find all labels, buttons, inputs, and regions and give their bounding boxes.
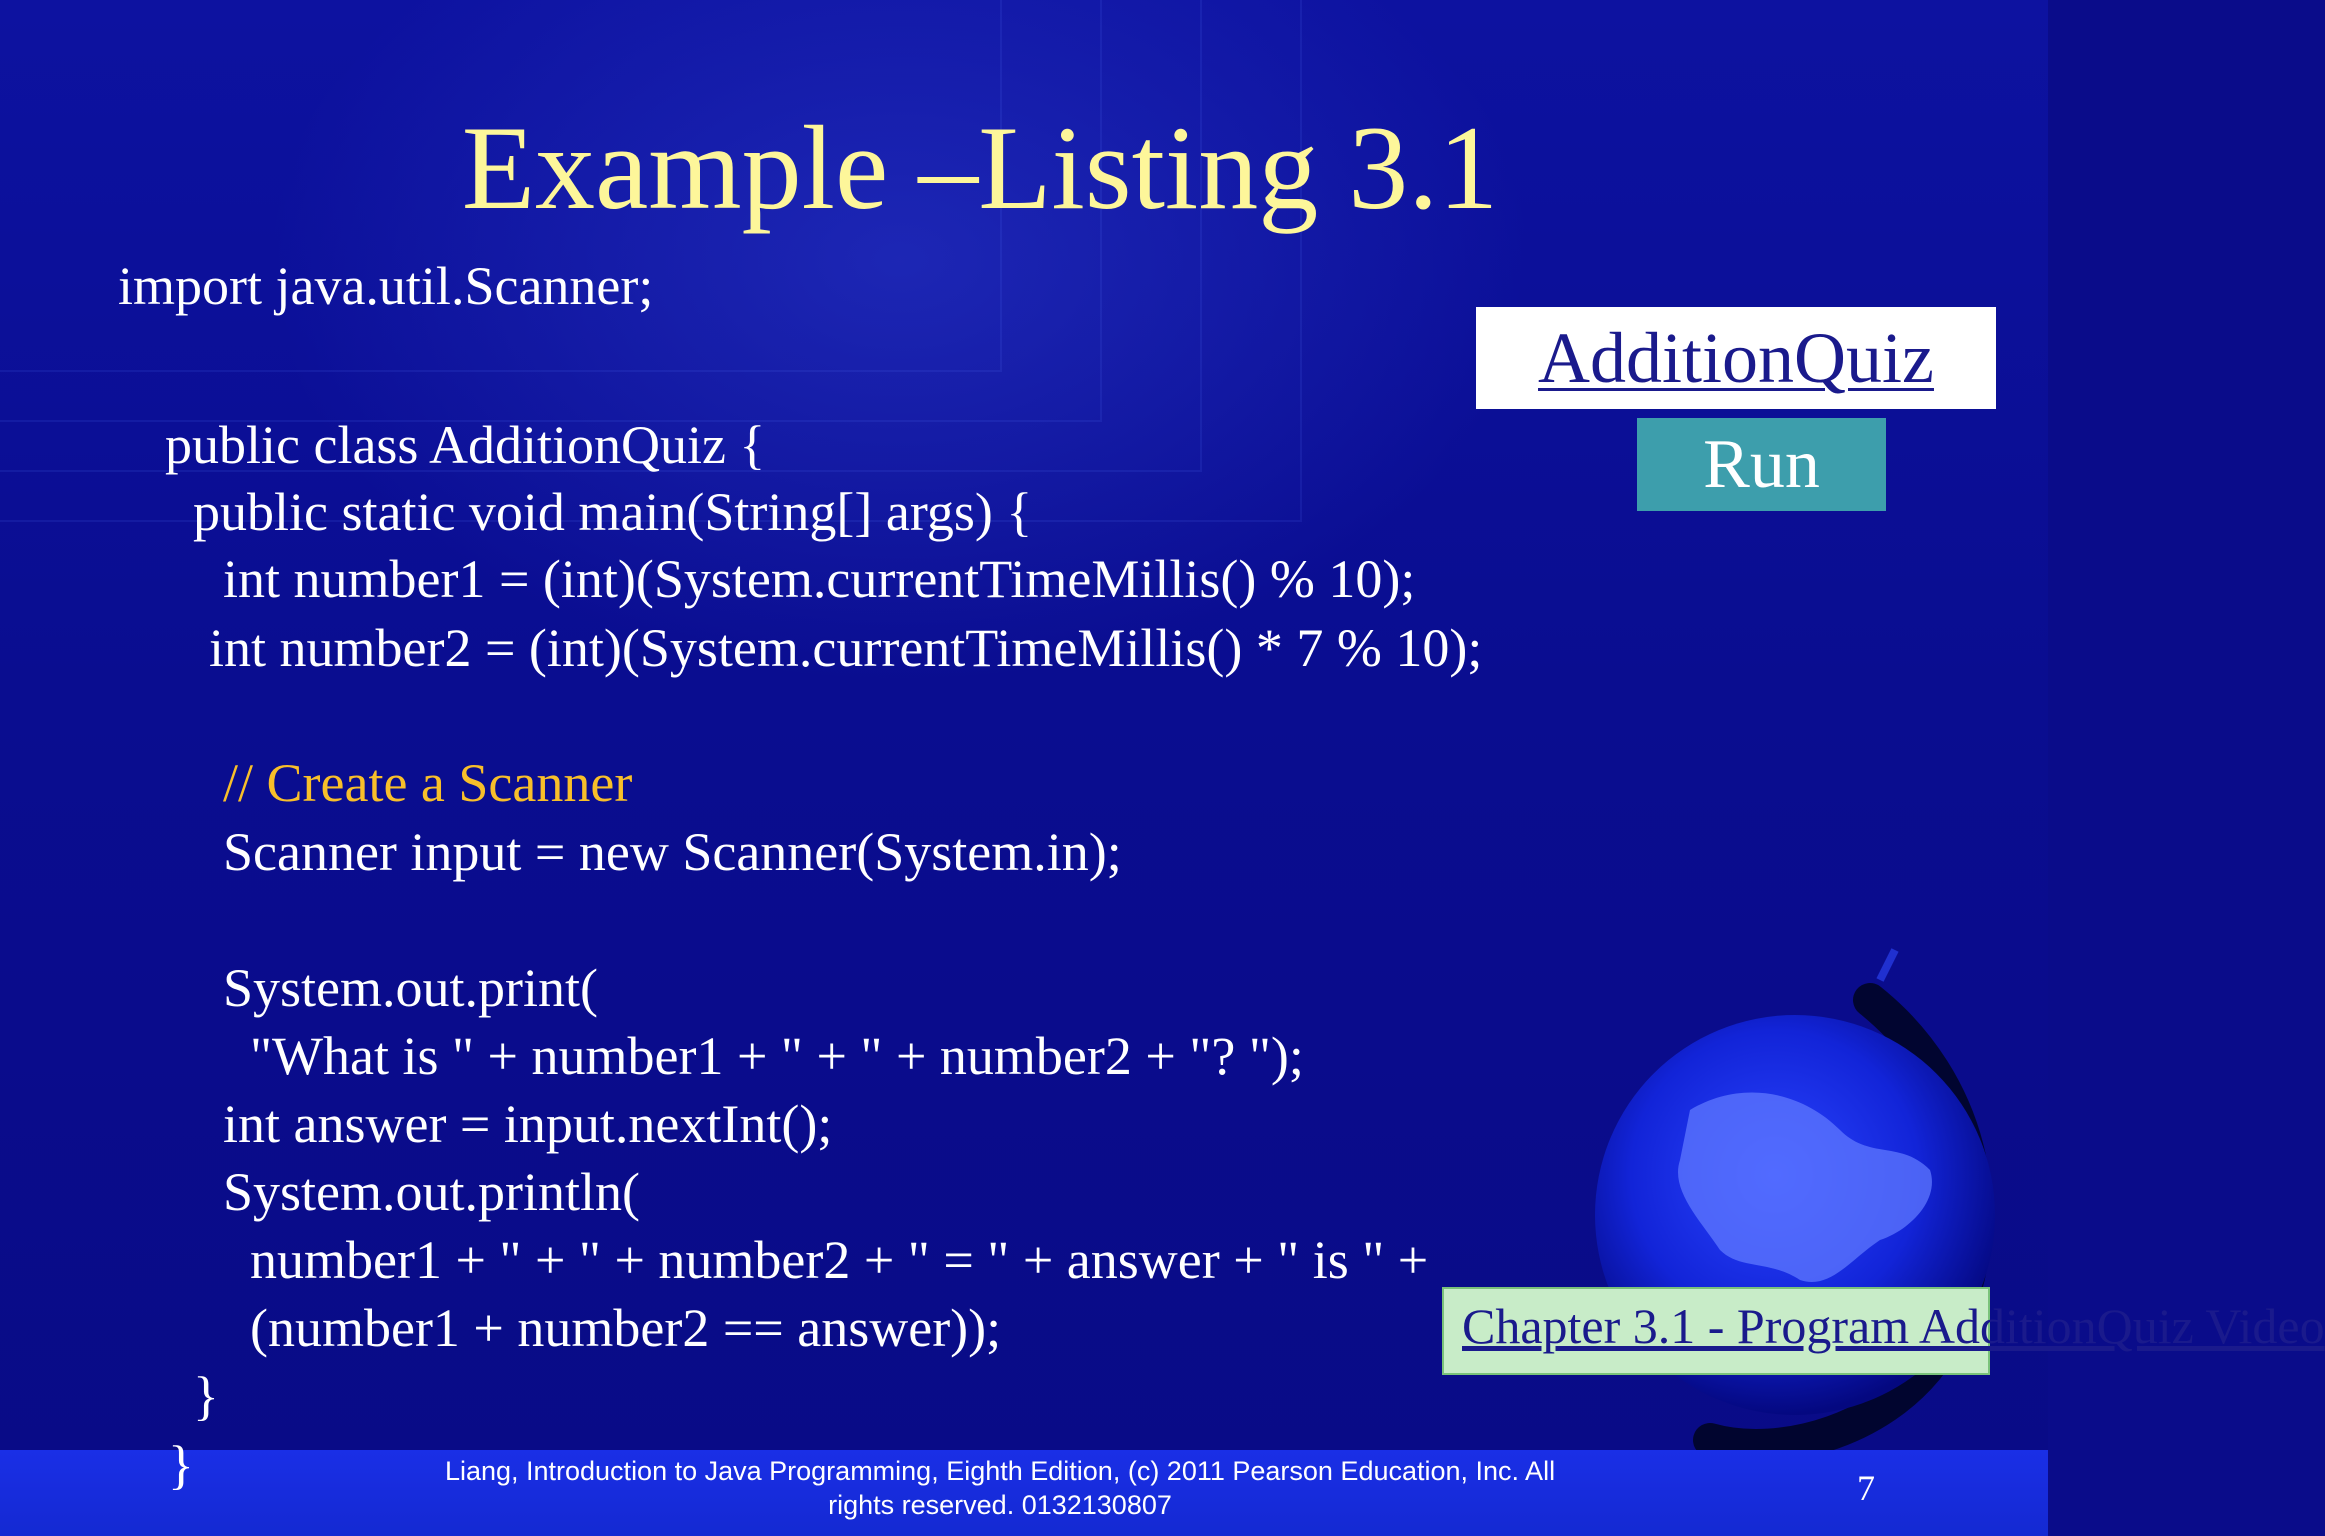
globe-icon (1540, 948, 2040, 1463)
additionquiz-link[interactable]: AdditionQuiz (1538, 318, 1934, 398)
background-step-pattern (0, 0, 1002, 372)
code-line: int number2 = (int)(System.currentTimeMi… (209, 618, 1483, 678)
code-line: Scanner input = new Scanner(System.in); (223, 822, 1122, 882)
footer-copyright: Liang, Introduction to Java Programming,… (400, 1454, 1600, 1522)
background-step-pattern (0, 0, 1202, 472)
code-line: int number1 = (int)(System.currentTimeMi… (223, 549, 1416, 609)
code-line: import java.util.Scanner; (118, 256, 654, 316)
code-line: "What is " + number1 + " + " + number2 +… (250, 1026, 1304, 1086)
background-step-pattern (0, 0, 1102, 422)
code-line: int answer = input.nextInt(); (223, 1094, 833, 1154)
page-number: 7 (1857, 1468, 1875, 1508)
code-line: public class AdditionQuiz { (165, 415, 766, 475)
additionquiz-link-box[interactable]: AdditionQuiz (1476, 307, 1996, 409)
code-line: } (193, 1366, 219, 1426)
footer-line: rights reserved. 0132130807 (828, 1490, 1172, 1520)
run-button[interactable]: Run (1637, 418, 1886, 511)
code-line: System.out.print( (223, 958, 598, 1018)
video-link-box[interactable]: Chapter 3.1 - Program AdditionQuiz Video (1442, 1287, 2325, 1375)
code-line: } (168, 1435, 194, 1495)
code-line: number1 + " + " + number2 + " = " + answ… (250, 1230, 1429, 1290)
background-step-pattern (0, 0, 1302, 522)
code-line: (number1 + number2 == answer)); (250, 1298, 1002, 1358)
code-listing: import java.util.Scanner; public class A… (118, 256, 1483, 1426)
video-link[interactable]: Chapter 3.1 - Program AdditionQuiz Video (1462, 1298, 2325, 1354)
code-line: System.out.println( (223, 1162, 640, 1222)
slide-title: Example –Listing 3.1 (461, 101, 1499, 234)
code-comment: // Create a Scanner (223, 753, 633, 813)
footer-line: Liang, Introduction to Java Programming,… (444, 1456, 1556, 1486)
footer-bar (0, 1450, 2048, 1536)
code-line: public static void main(String[] args) { (193, 482, 1033, 542)
